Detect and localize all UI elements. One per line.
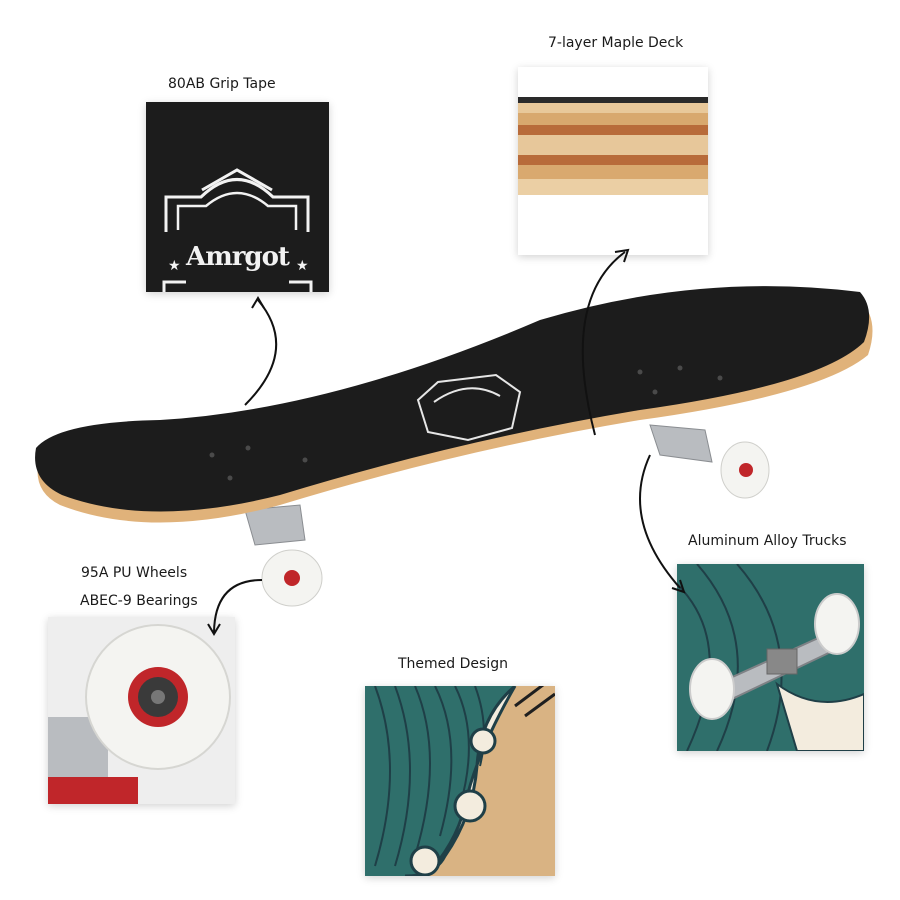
wheel-closeup-panel bbox=[48, 617, 235, 804]
trucks-panel bbox=[677, 564, 864, 751]
label-grip-tape: 80AB Grip Tape bbox=[168, 76, 276, 92]
brand-logo-text: Amrgot bbox=[186, 242, 290, 272]
label-wheels: 95A PU Wheels bbox=[81, 565, 188, 581]
label-bearings: ABEC-9 Bearings bbox=[80, 593, 198, 609]
arrow-wheels-head bbox=[207, 623, 221, 636]
label-themed-design: Themed Design bbox=[398, 656, 508, 672]
svg-text:★: ★ bbox=[296, 258, 309, 274]
arrow-maple-deck-head bbox=[614, 248, 630, 263]
deck-logo-icon bbox=[416, 373, 522, 442]
arrow-trucks-head bbox=[671, 579, 686, 594]
maple-deck-panel bbox=[518, 67, 708, 255]
front-truck bbox=[649, 424, 770, 499]
rear-truck bbox=[244, 504, 323, 607]
arrow-grip-tape bbox=[244, 299, 278, 406]
brand-logo-icon: ★ ★ bbox=[162, 168, 313, 292]
arrow-trucks bbox=[639, 454, 681, 589]
label-trucks: Aluminum Alloy Trucks bbox=[688, 533, 847, 549]
arrow-wheels bbox=[213, 579, 263, 633]
themed-design-panel bbox=[365, 686, 555, 876]
label-maple-deck: 7-layer Maple Deck bbox=[548, 35, 684, 51]
svg-text:★: ★ bbox=[168, 258, 181, 274]
arrow-grip-tape-head bbox=[251, 296, 265, 309]
deck-grip-surface bbox=[35, 286, 870, 512]
arrow-maple-deck bbox=[581, 251, 626, 436]
grip-tape-panel: ★ ★ Amrgot bbox=[146, 102, 329, 292]
